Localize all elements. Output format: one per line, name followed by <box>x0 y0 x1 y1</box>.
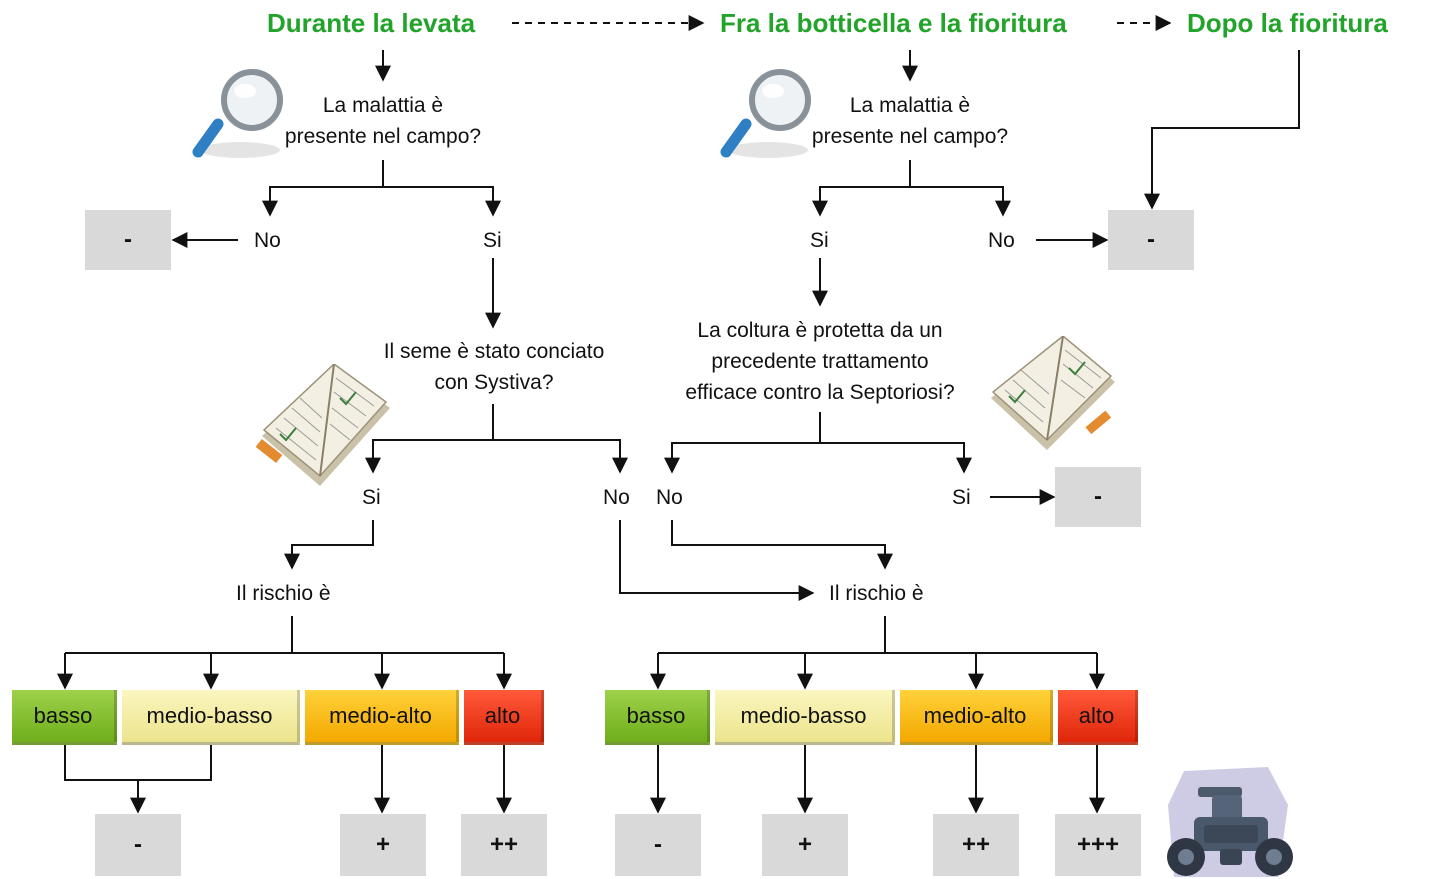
question-line: presente nel campo? <box>811 125 1009 148</box>
answer-si: Si <box>952 486 971 509</box>
magnifier-icon <box>192 69 283 158</box>
outcome-box: - <box>1055 467 1141 527</box>
phase-botticella-fioritura: Fra la botticella e la fioritura <box>720 8 1067 38</box>
question-line: Il seme è stato conciato <box>383 340 605 363</box>
risk-label-right: Il rischio è <box>829 582 924 605</box>
outcome-box: - <box>85 210 171 270</box>
answer-si: Si <box>810 229 829 252</box>
outcome-box: + <box>762 814 848 876</box>
outcome-box: - <box>95 814 181 876</box>
notebook-icon <box>255 364 390 486</box>
answer-no: No <box>656 486 683 509</box>
risk-level-basso: basso <box>605 690 710 745</box>
risk-level-alto: alto <box>1058 690 1138 745</box>
answer-si: Si <box>483 229 502 252</box>
answer-no: No <box>254 229 281 252</box>
phase-dopo-fioritura: Dopo la fioritura <box>1187 8 1388 38</box>
answer-no: No <box>988 229 1015 252</box>
question-line: con Systiva? <box>434 371 554 394</box>
tractor-icon <box>1167 767 1293 877</box>
outcome-box: ++ <box>933 814 1019 876</box>
outcome-box: - <box>1108 210 1194 270</box>
risk-level-medio-alto: medio-alto <box>900 690 1053 745</box>
risk-level-medio-basso: medio-basso <box>122 690 300 745</box>
answer-si: Si <box>362 486 381 509</box>
risk-label-left: Il rischio è <box>236 582 331 605</box>
question-line: La malattia è <box>322 94 444 117</box>
question-line: presente nel campo? <box>284 125 482 148</box>
risk-level-basso: basso <box>12 690 117 745</box>
question-malattia-right: La malattia è presente nel campo? <box>770 90 1050 152</box>
question-seme-systiva: Il seme è stato conciato con Systiva? <box>344 336 644 398</box>
question-line: precedente trattamento <box>711 350 929 373</box>
outcome-box: + <box>340 814 426 876</box>
answer-no: No <box>603 486 630 509</box>
question-malattia-left: La malattia è presente nel campo? <box>243 90 523 152</box>
risk-level-alto: alto <box>464 690 544 745</box>
outcome-box: ++ <box>461 814 547 876</box>
phase-levata: Durante la levata <box>267 8 476 38</box>
question-line: La malattia è <box>849 94 971 117</box>
question-coltura-protetta: La coltura è protetta da un precedente t… <box>650 315 990 408</box>
notebook-icon <box>991 336 1115 450</box>
question-line: La coltura è protetta da un <box>697 319 943 342</box>
risk-level-medio-alto: medio-alto <box>305 690 459 745</box>
outcome-box: +++ <box>1055 814 1141 876</box>
magnifier-icon <box>720 69 811 158</box>
risk-level-medio-basso: medio-basso <box>715 690 895 745</box>
outcome-box: - <box>615 814 701 876</box>
question-line: efficace contro la Septoriosi? <box>685 381 955 404</box>
